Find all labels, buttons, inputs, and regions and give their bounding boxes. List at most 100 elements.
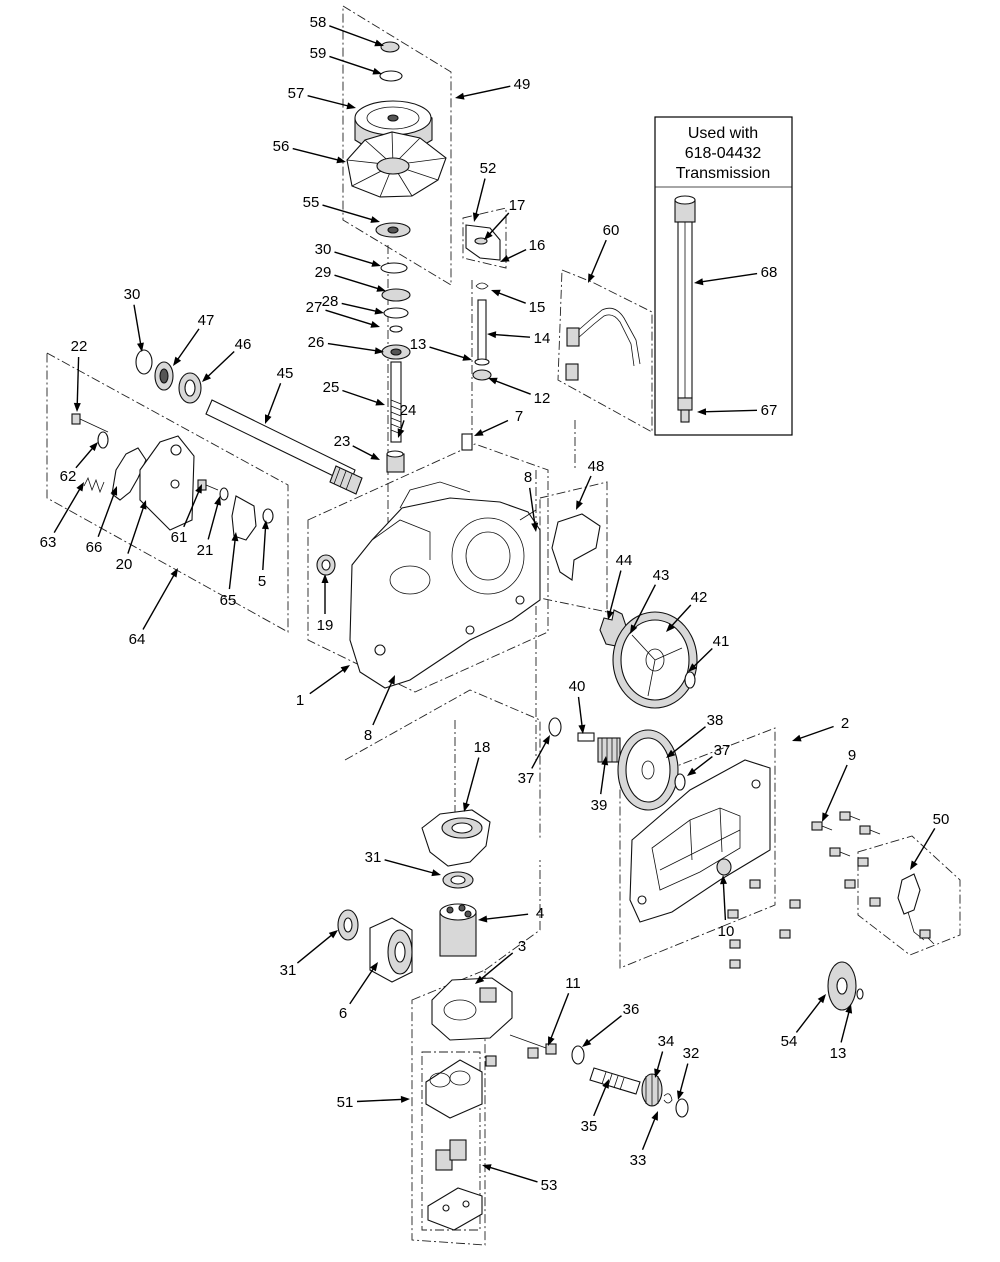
leader-line [586, 1015, 622, 1044]
leader-arrowhead [73, 402, 81, 412]
callout-number: 12 [534, 390, 551, 407]
note-box: Used with 618-04432 Transmission [654, 116, 793, 436]
leader-arrowhead [630, 624, 638, 634]
leader-arrowhead [817, 994, 826, 1004]
callout-c13a: 13 [410, 336, 472, 361]
leader-arrowhead [484, 231, 493, 240]
callout-number: 41 [713, 633, 730, 650]
leader-line [691, 647, 713, 669]
leader-arrowhead [488, 377, 498, 385]
callout-number: 3 [518, 938, 526, 955]
callout-c50: 50 [910, 811, 949, 870]
callout-c7: 7 [474, 408, 523, 436]
leader-line [493, 379, 531, 395]
callout-c32: 32 [677, 1045, 699, 1100]
callout-c37b: 37 [687, 742, 730, 776]
callout-c5: 5 [258, 520, 269, 590]
leader-arrowhead [500, 255, 510, 262]
frame-1 [307, 443, 549, 693]
leader-arrowhead [371, 260, 381, 267]
leader-line [76, 356, 80, 407]
leader-arrowhead [170, 568, 178, 578]
leader-line [334, 274, 381, 290]
leader-line [322, 204, 375, 221]
leader-arrowhead [531, 522, 539, 532]
leader-line [492, 333, 531, 338]
gear-39 [597, 737, 621, 763]
leader-line [678, 1063, 689, 1095]
leader-arrowhead [374, 39, 384, 47]
callout-c9: 9 [822, 747, 856, 822]
leader-line [342, 389, 380, 404]
callout-number: 26 [308, 334, 325, 351]
leader-line [183, 489, 201, 528]
leader-arrowhead [687, 767, 697, 776]
callout-c15: 15 [491, 289, 545, 316]
callout-c39: 39 [591, 756, 609, 814]
leader-line [329, 55, 377, 73]
leader-arrowhead [372, 67, 382, 75]
seal-19 [316, 554, 336, 576]
washer-13a [474, 358, 490, 366]
leader-line [600, 761, 606, 795]
clip-33 [663, 1093, 673, 1104]
seal-47 [154, 361, 174, 391]
leader-line [608, 570, 622, 615]
callout-number: 2 [841, 715, 849, 732]
leader-line [207, 501, 220, 540]
leader-line [702, 409, 758, 413]
leader-arrowhead [482, 1164, 492, 1171]
callout-number: 30 [124, 286, 141, 303]
callout-c28: 28 [322, 293, 384, 315]
leader-line [496, 291, 526, 304]
callout-number: 16 [529, 237, 546, 254]
callout-number: 35 [581, 1118, 598, 1135]
callout-c33: 33 [630, 1111, 658, 1169]
callout-number: 48 [588, 458, 605, 475]
cover-51 [425, 1059, 483, 1119]
leader-arrowhead [792, 734, 802, 742]
callout-c38: 38 [666, 712, 723, 758]
leader-arrowhead [370, 962, 378, 972]
gear-42 [612, 611, 698, 709]
callout-c23: 23 [334, 433, 380, 460]
washer-59 [379, 70, 403, 82]
leader-line [429, 346, 467, 359]
callout-c48: 48 [576, 458, 604, 510]
fan-56 [346, 131, 447, 198]
washer-62 [97, 431, 109, 449]
callout-number: 21 [197, 542, 214, 559]
callout-c30a: 30 [315, 241, 381, 267]
frame-50 [857, 835, 961, 956]
leader-arrowhead [340, 665, 350, 673]
callout-number: 67 [761, 402, 778, 419]
leader-arrowhead [666, 749, 676, 758]
shaft-35 [589, 1067, 641, 1095]
callout-c54: 54 [781, 994, 826, 1050]
callout-number: 17 [509, 197, 526, 214]
callout-c59: 59 [310, 45, 382, 75]
callout-number: 62 [60, 468, 77, 485]
leader-arrowhead [370, 216, 380, 223]
callout-c22: 22 [71, 338, 88, 412]
fitting-67 [677, 397, 693, 423]
callout-c43: 43 [630, 567, 669, 634]
leader-line [549, 992, 570, 1041]
callout-number: 19 [317, 617, 334, 634]
seal-31b [337, 909, 359, 941]
leader-arrowhead [376, 285, 386, 292]
callout-number: 22 [71, 338, 88, 355]
leader-line [505, 248, 527, 261]
callout-number: 39 [591, 797, 608, 814]
callout-c13b: 13 [830, 1004, 853, 1062]
callout-number: 10 [718, 923, 735, 940]
callout-c21: 21 [197, 496, 221, 559]
leader-arrowhead [397, 428, 405, 438]
callout-number: 13 [410, 336, 427, 353]
callout-c27: 27 [306, 299, 380, 328]
callout-number: 8 [364, 727, 372, 744]
leader-arrowhead [328, 930, 338, 939]
callout-number: 9 [848, 747, 856, 764]
leader-arrowhead [400, 1095, 410, 1103]
